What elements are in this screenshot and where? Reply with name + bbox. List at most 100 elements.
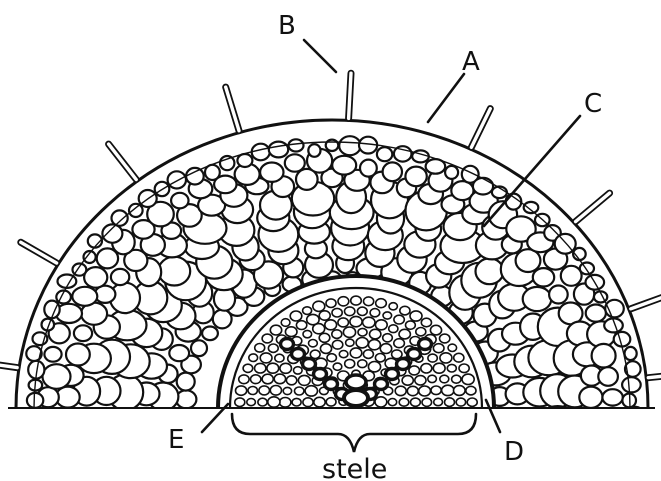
cell: [249, 354, 258, 362]
cell: [467, 398, 477, 406]
cell: [259, 386, 270, 395]
cell: [283, 387, 291, 394]
cell: [399, 398, 409, 406]
cell: [262, 334, 272, 343]
cell: [399, 329, 410, 339]
cell: [561, 266, 582, 286]
cell: [395, 386, 406, 395]
cell: [177, 373, 195, 391]
cell: [523, 287, 552, 311]
cell: [368, 340, 380, 350]
cell: [255, 363, 266, 373]
cell: [325, 379, 338, 390]
cell: [386, 369, 399, 380]
cell: [456, 409, 467, 418]
cell: [344, 390, 368, 406]
cell: [397, 359, 410, 370]
cell: [430, 325, 441, 335]
cell: [158, 257, 190, 286]
cell: [339, 351, 348, 358]
cell: [434, 398, 443, 405]
cell: [370, 329, 381, 339]
cell: [409, 409, 421, 419]
cell: [326, 299, 336, 308]
cell: [286, 376, 296, 385]
cell: [358, 328, 367, 336]
cell: [454, 386, 466, 396]
cell: [406, 321, 416, 329]
cell: [270, 386, 281, 396]
label-stele: stele: [322, 454, 387, 481]
cell: [326, 398, 336, 406]
cell: [351, 296, 362, 305]
cell: [601, 408, 624, 429]
cell: [303, 330, 312, 337]
cell: [27, 393, 43, 408]
cell: [43, 364, 71, 389]
cell: [400, 306, 410, 315]
cell: [434, 410, 443, 417]
cell: [559, 411, 592, 439]
leader-line-A: [428, 74, 464, 122]
cell: [186, 168, 204, 185]
cell: [319, 333, 330, 342]
cell: [586, 411, 605, 427]
cell: [370, 309, 380, 317]
cell: [383, 162, 402, 181]
cell: [602, 389, 622, 405]
cell: [220, 156, 234, 170]
cell: [295, 387, 304, 395]
cell: [357, 307, 367, 315]
cell: [625, 347, 637, 360]
cell: [262, 374, 273, 384]
cell: [325, 320, 337, 330]
cell: [236, 386, 247, 395]
cell: [363, 350, 373, 359]
root-hair-lumen: [21, 242, 57, 263]
cell: [168, 171, 186, 188]
root-hair-lumen: [226, 87, 239, 131]
cell: [314, 369, 327, 380]
cell: [442, 385, 454, 395]
cell: [375, 320, 387, 330]
cell: [624, 407, 644, 425]
cell: [364, 297, 374, 306]
cell: [339, 136, 360, 155]
cell: [281, 319, 290, 327]
cell: [454, 353, 464, 362]
cell: [307, 314, 319, 324]
cell: [440, 334, 450, 343]
cell: [394, 315, 404, 324]
cell: [459, 364, 469, 373]
cell: [411, 398, 421, 406]
label-D: D: [504, 437, 524, 467]
cell: [380, 344, 391, 354]
cell: [239, 375, 249, 384]
cell: [345, 307, 355, 316]
cell: [247, 399, 256, 406]
cell: [409, 366, 420, 375]
cell: [422, 398, 432, 406]
cell: [592, 344, 616, 368]
cell: [363, 317, 375, 327]
cell: [389, 325, 398, 333]
cell: [270, 325, 281, 335]
cell: [171, 193, 188, 209]
leader-line-B: [304, 40, 336, 72]
cell: [169, 345, 189, 361]
cell: [72, 287, 97, 306]
cell: [428, 375, 437, 382]
cell: [580, 263, 594, 275]
cell: [598, 367, 618, 386]
cell: [440, 375, 449, 383]
cell: [255, 344, 265, 353]
cell: [260, 353, 272, 363]
cell: [421, 364, 432, 373]
cell: [466, 386, 476, 395]
cell: [285, 327, 297, 337]
stele-brace: [232, 414, 476, 452]
cell: [252, 144, 270, 161]
cell: [524, 202, 539, 213]
cell: [419, 339, 432, 350]
